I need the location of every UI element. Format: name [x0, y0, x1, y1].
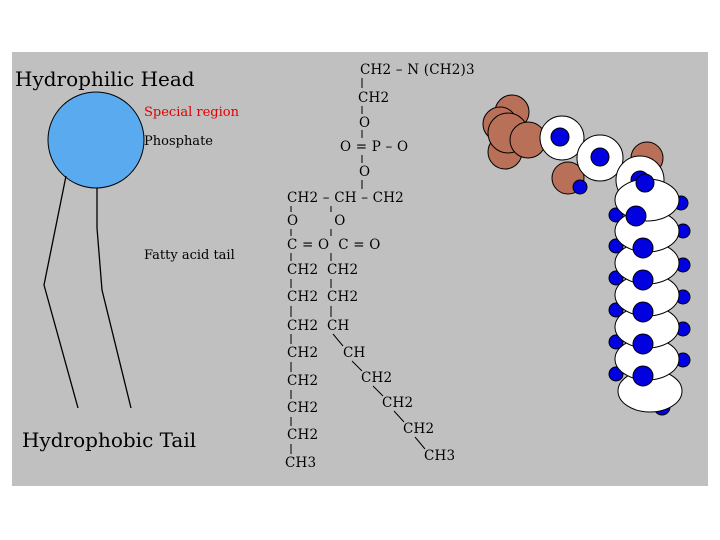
chain-b-5: CH2 — [361, 370, 393, 386]
chain-b-4: CH — [343, 345, 366, 361]
chain-b-2: CH2 — [327, 289, 359, 305]
hydrophobic-tail-label: Hydrophobic Tail — [22, 428, 197, 452]
oxygen-1: O — [359, 115, 371, 131]
chain-b-6: CH2 — [382, 395, 414, 411]
special-region-label: Special region — [144, 105, 239, 120]
glycerol-backbone: CH2 – CH – CH2 — [287, 190, 404, 206]
oxygen-2: O — [359, 164, 371, 180]
carbonyl-groups: C = O C = O — [287, 237, 381, 253]
chain-b-8: CH3 — [424, 448, 456, 464]
head-circle — [47, 91, 145, 189]
chain-a-6: CH2 — [287, 400, 319, 416]
atom-blue — [550, 127, 570, 147]
ester-oxygens: O O — [287, 213, 346, 229]
chain-a-5: CH2 — [287, 373, 319, 389]
chain-a-1: CH2 — [287, 262, 319, 278]
chain-a-4: CH2 — [287, 345, 319, 361]
choline-group: CH2 – N (CH2)3 — [360, 62, 475, 78]
phosphate-group: O = P – O — [340, 139, 409, 155]
atom-blue — [572, 179, 588, 195]
chain-b-1: CH2 — [327, 262, 359, 278]
fatty-acid-tail-label: Fatty acid tail — [144, 248, 235, 263]
ch2-linker: CH2 — [358, 90, 390, 106]
hydrophilic-head-label: Hydrophilic Head — [15, 67, 195, 91]
chain-a-2: CH2 — [287, 289, 319, 305]
chain-a-3: CH2 — [287, 318, 319, 334]
phosphate-label: Phosphate — [144, 134, 213, 149]
chain-a-7: CH2 — [287, 427, 319, 443]
tail-column — [608, 173, 691, 416]
chain-b-3: CH — [327, 318, 350, 334]
tail-line-left — [43, 175, 79, 409]
tail-line-right — [96, 188, 132, 409]
chain-a-8: CH3 — [285, 455, 317, 471]
atom-blue — [590, 147, 610, 167]
chain-b-7: CH2 — [403, 421, 435, 437]
